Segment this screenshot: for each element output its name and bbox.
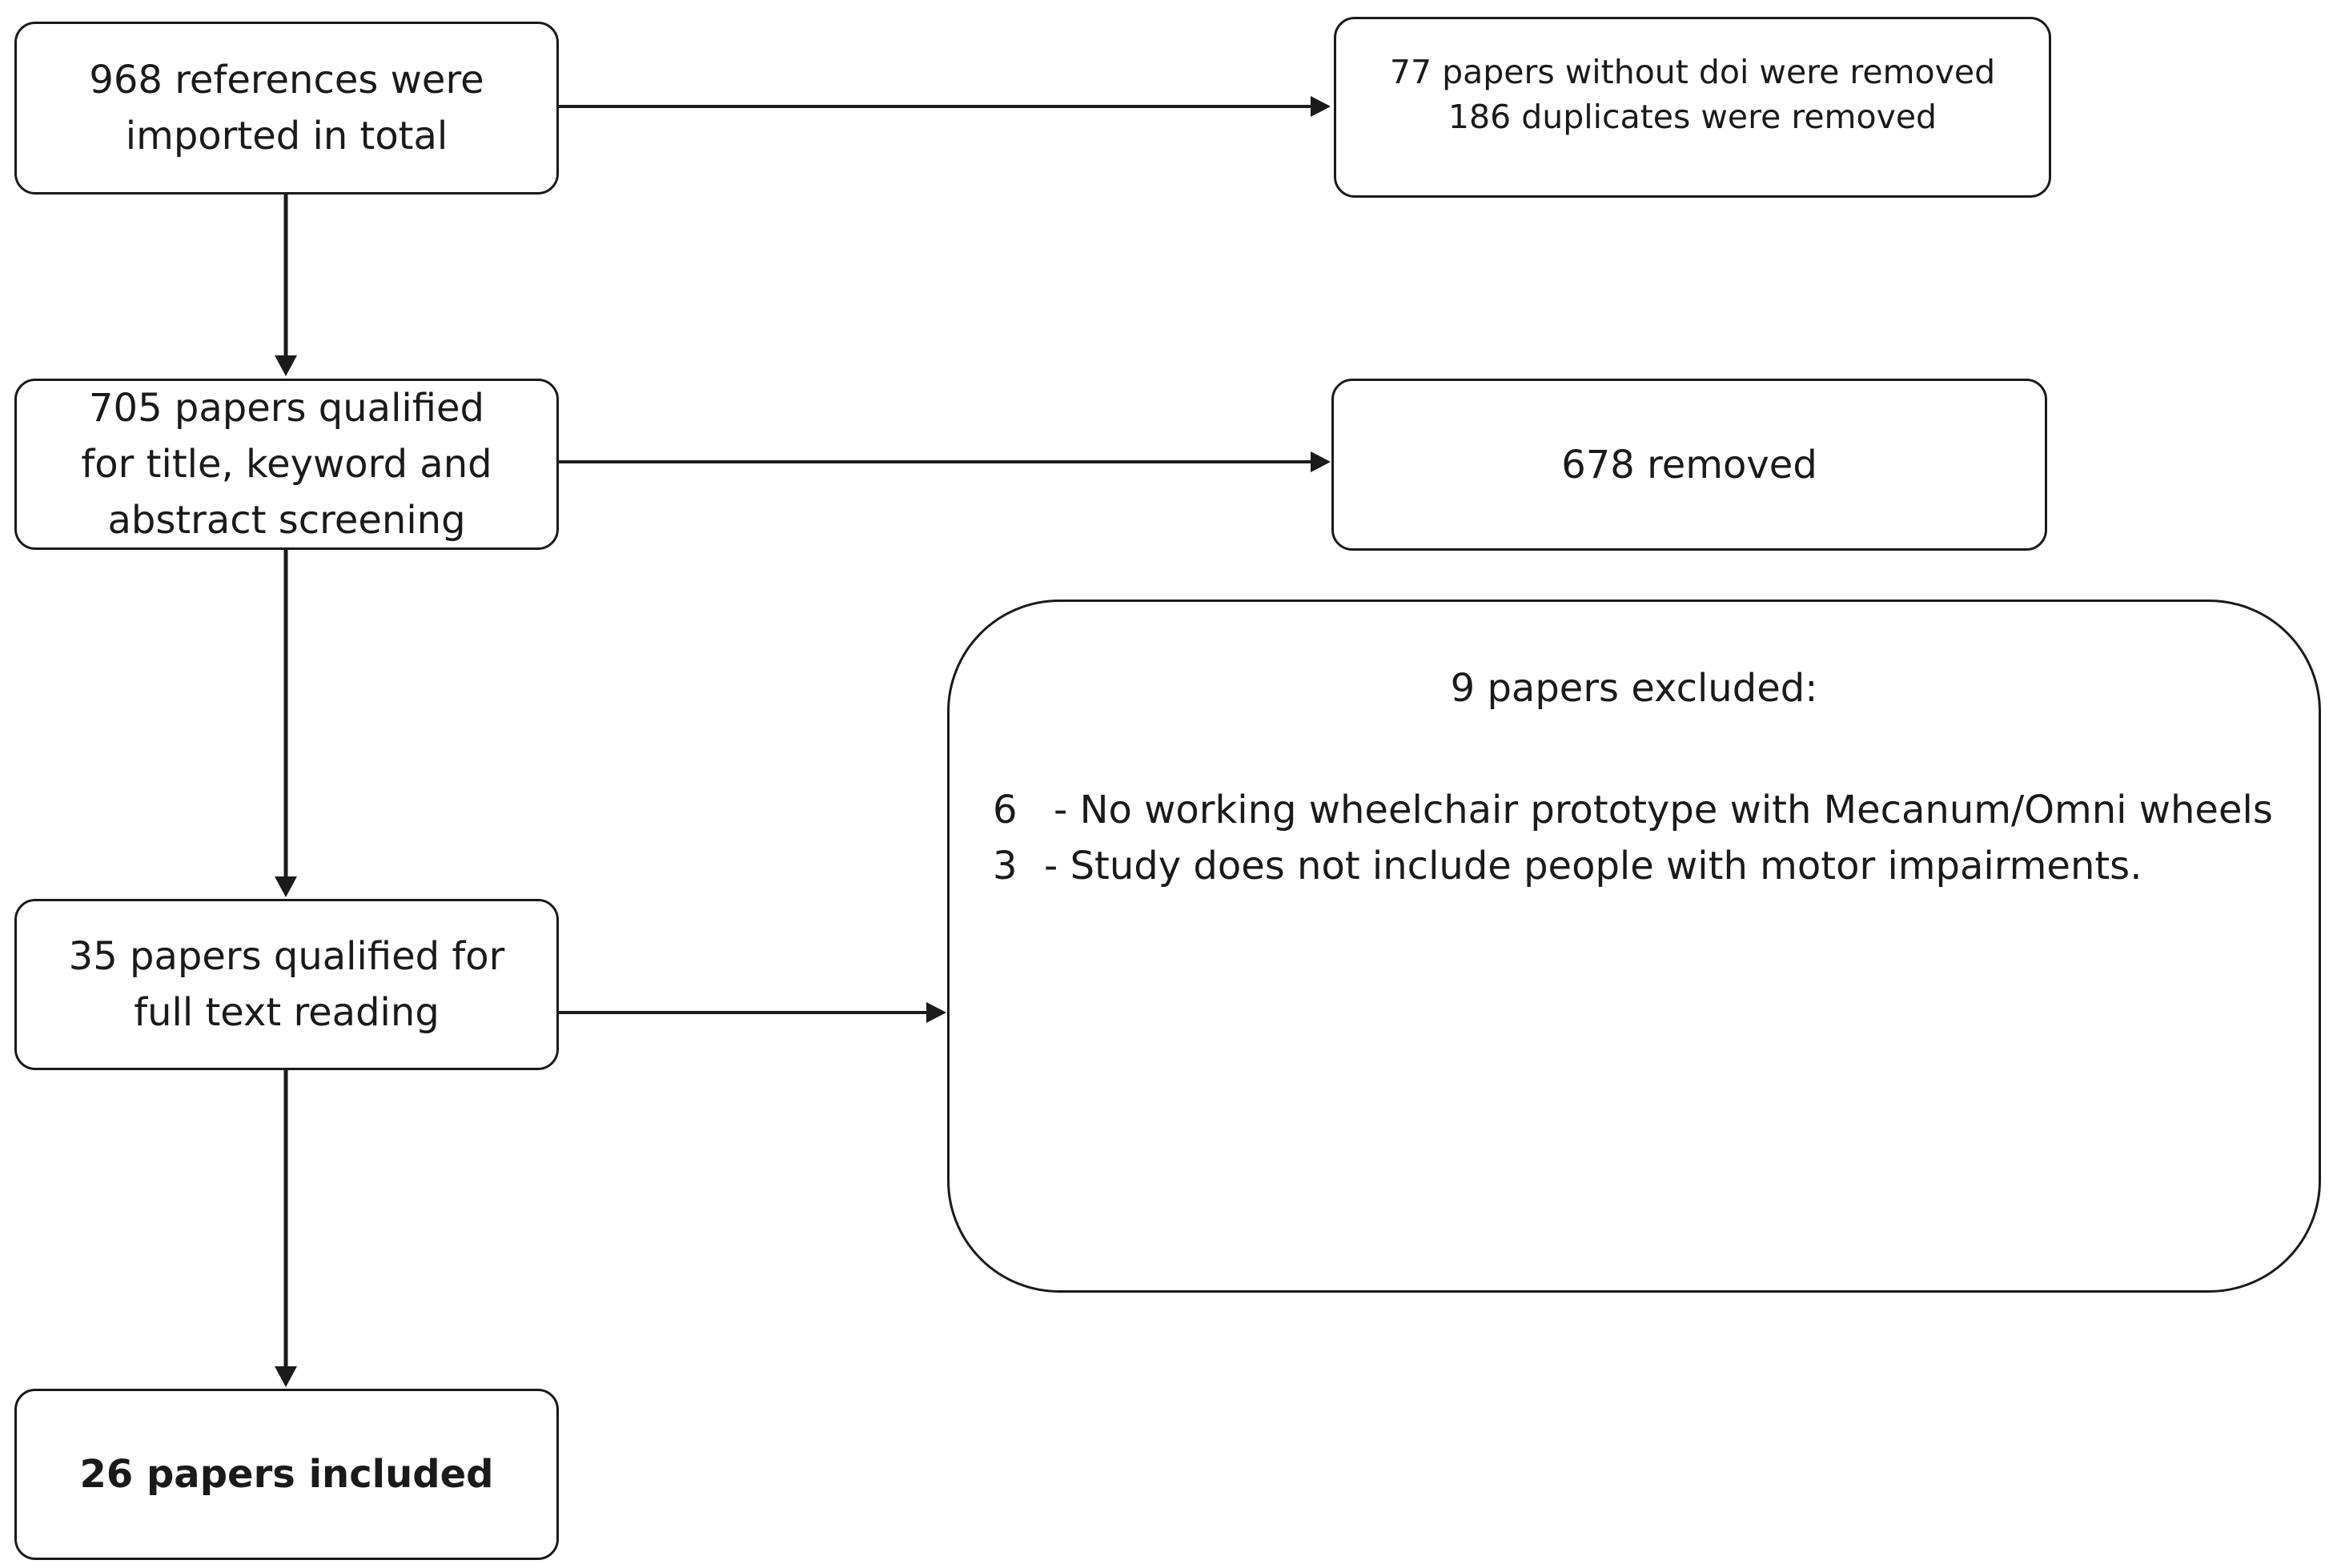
arrowhead-fulltext-to-included — [275, 1366, 297, 1387]
removed-initial-box: 77 papers without doi were removed 186 d… — [1334, 17, 2051, 198]
arrowhead-imported-to-screening — [275, 355, 297, 376]
excluded-reason-row: 6 - No working wheelchair prototype with… — [993, 782, 2314, 838]
excluded-reason-row: 3 - Study does not include people with m… — [993, 838, 2314, 894]
excluded-reason-count: 6 — [993, 788, 1018, 832]
excluded-reason-count: 3 — [993, 844, 1018, 888]
full-text-text: 35 papers qualified for full text readin… — [17, 901, 556, 1068]
full-text-line-2: full text reading — [134, 990, 440, 1035]
excluded-box — [947, 600, 2321, 1293]
removed-duplicates-line: 186 duplicates were removed — [1448, 98, 1937, 136]
screening-line-3: abstract screening — [107, 498, 466, 543]
arrowhead-screening-to-fulltext — [275, 876, 297, 897]
imported-references-text: 968 references were imported in total — [17, 24, 556, 192]
excluded-reason-text: - No working wheelchair prototype with M… — [1054, 788, 2273, 832]
removed-screening-text: 678 removed — [1334, 381, 2045, 548]
removed-screening-box: 678 removed — [1331, 379, 2047, 551]
included-text: 26 papers included — [17, 1391, 556, 1558]
imported-line-1: 968 references were — [89, 58, 484, 102]
screening-line-1: 705 papers qualified — [89, 386, 484, 431]
screening-text: 705 papers qualified for title, keyword … — [17, 381, 556, 547]
screening-line-2: for title, keyword and — [81, 442, 492, 487]
screening-box: 705 papers qualified for title, keyword … — [14, 379, 559, 550]
excluded-reason-text: - Study does not include people with mot… — [1044, 844, 2142, 888]
imported-line-2: imported in total — [125, 114, 448, 158]
removed-screening-line: 678 removed — [1561, 442, 1817, 487]
full-text-line-1: 35 papers qualified for — [68, 934, 505, 979]
full-text-box: 35 papers qualified for full text readin… — [14, 899, 559, 1070]
arrowhead-fulltext-to-excluded — [926, 1002, 946, 1023]
arrowhead-imported-to-removed — [1311, 96, 1331, 117]
arrowhead-screening-to-removed — [1311, 451, 1331, 472]
included-box: 26 papers included — [14, 1389, 559, 1560]
excluded-title: 9 papers excluded: — [1450, 666, 1818, 711]
imported-references-box: 968 references were imported in total — [14, 22, 559, 194]
removed-no-doi-line: 77 papers without doi were removed — [1389, 53, 1996, 91]
included-line: 26 papers included — [79, 1452, 494, 1497]
removed-initial-text: 77 papers without doi were removed 186 d… — [1336, 19, 2049, 195]
